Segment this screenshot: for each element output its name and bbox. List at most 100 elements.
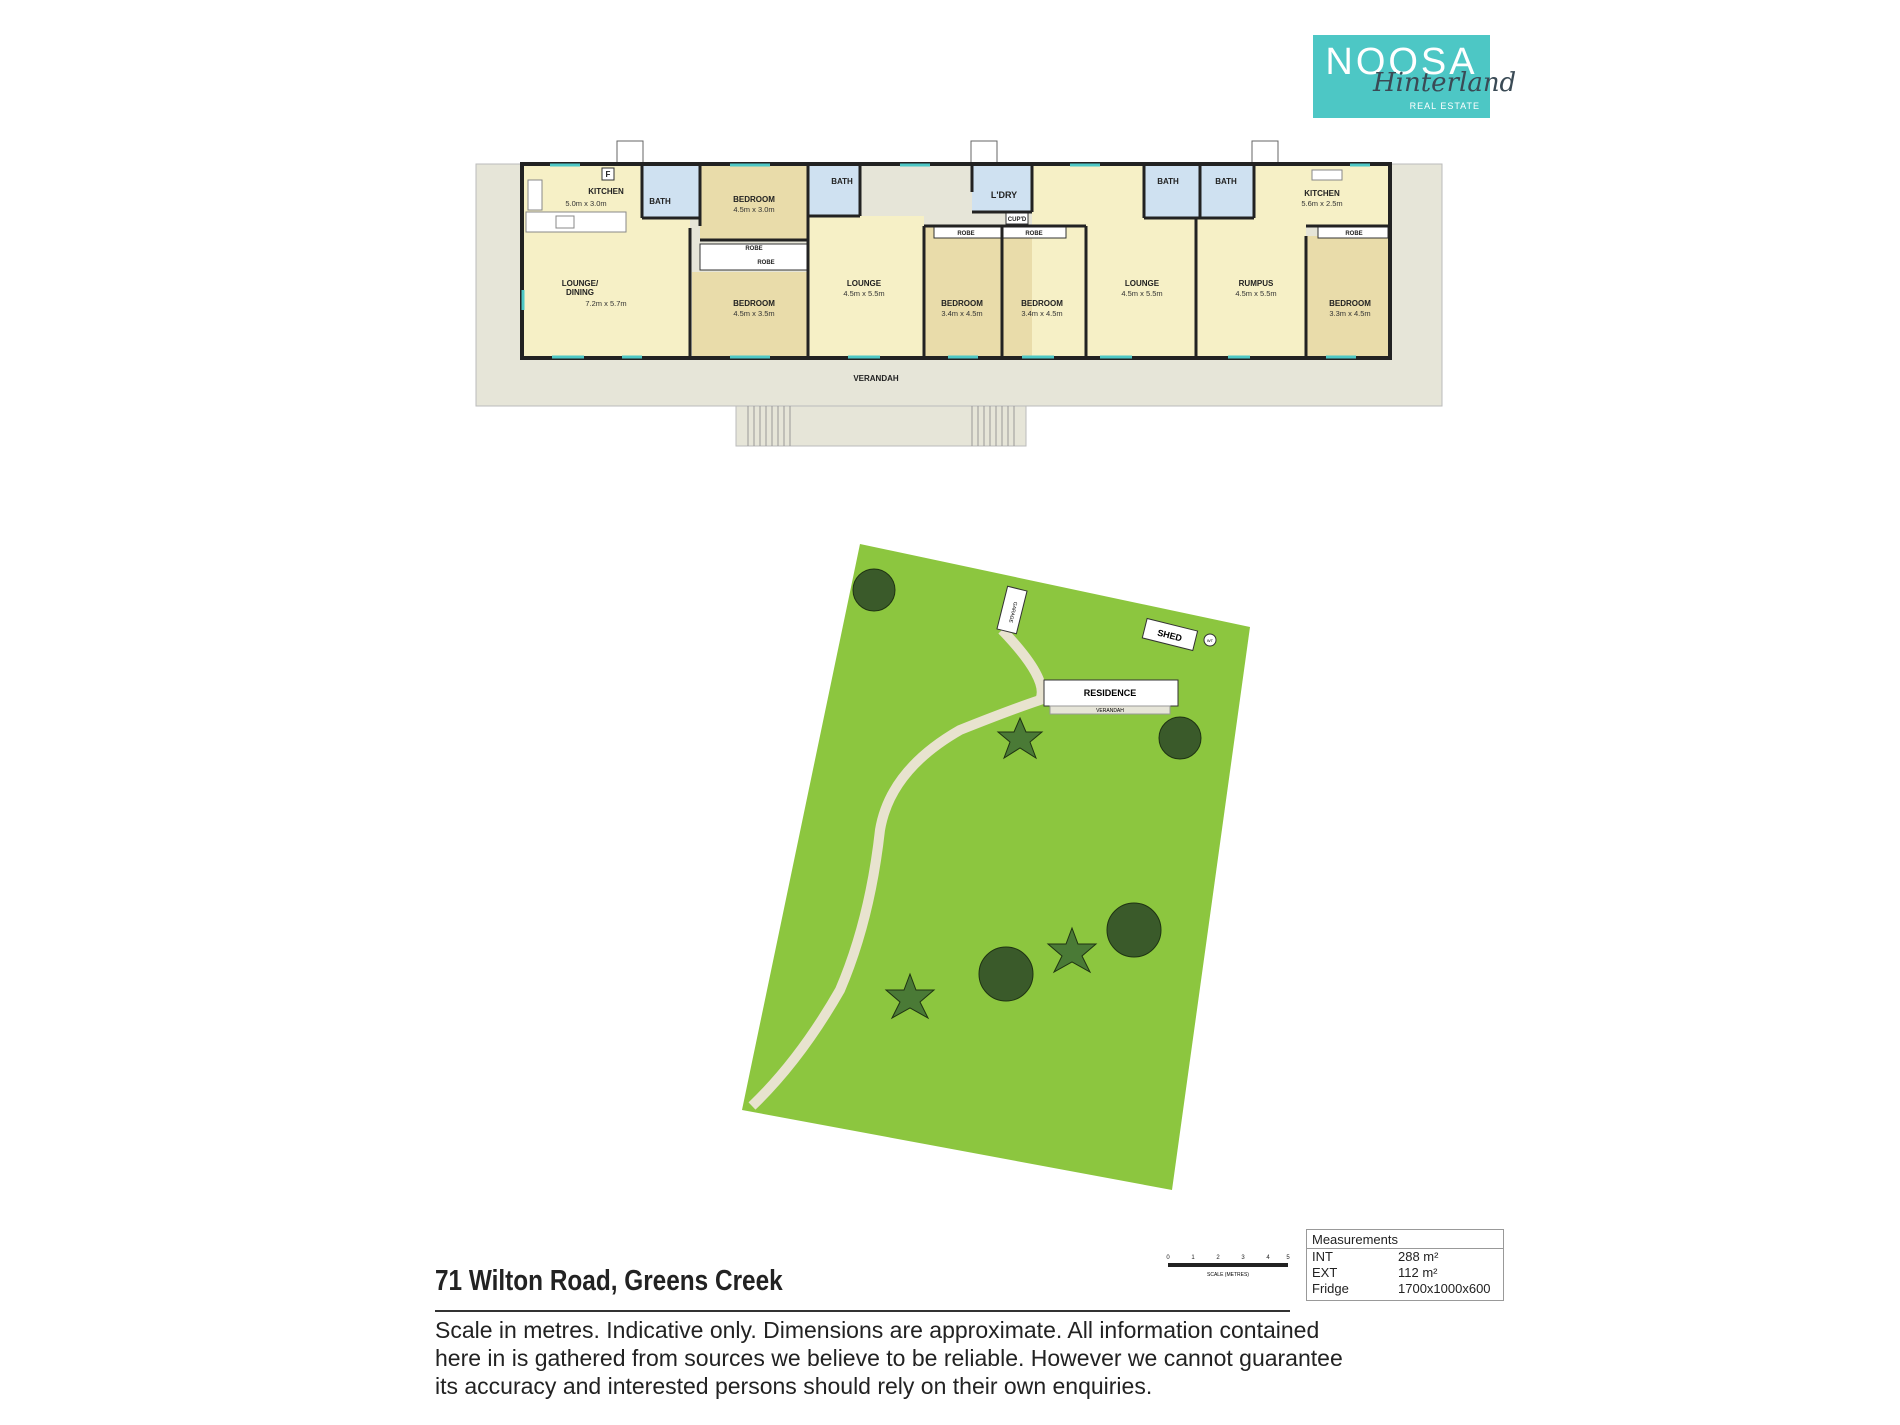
- palm-tree-icon: [1046, 926, 1098, 974]
- scale-tick-0: 0: [1166, 1255, 1170, 1261]
- interior-walls: [640, 166, 1388, 356]
- room-bedroom-2: [692, 272, 808, 356]
- measurement-value: 1700x1000x600: [1398, 1281, 1491, 1296]
- dim-kitchen-2: 5.6m x 2.5m: [1301, 199, 1342, 208]
- label-lounge-dining-1: LOUNGE/: [562, 279, 599, 288]
- dim-bedroom-2: 4.5m x 3.5m: [733, 309, 774, 318]
- front-stairs-left: [747, 406, 791, 446]
- table-row: EXT 112 m²: [1307, 1265, 1503, 1281]
- label-water-tank: WT: [1207, 638, 1214, 643]
- dim-bedroom-3: 3.4m x 4.5m: [941, 309, 982, 318]
- palm-tree-icon: [884, 972, 936, 1020]
- dim-rumpus: 4.5m x 5.5m: [1235, 289, 1276, 298]
- label-bedroom-1: BEDROOM: [733, 195, 775, 204]
- measurement-value: 112 m²: [1398, 1265, 1438, 1280]
- palm-tree-icon: [996, 716, 1044, 760]
- residence-verandah: [1049, 705, 1171, 715]
- kitchen-1-counter: [527, 179, 543, 211]
- scale-tick-5: 5: [1286, 1255, 1290, 1261]
- label-lounge-2: LOUNGE: [1125, 279, 1160, 288]
- dim-bedroom-4: 3.4m x 4.5m: [1021, 309, 1062, 318]
- room-robes-1: [699, 243, 809, 271]
- measurement-label: EXT: [1312, 1265, 1338, 1280]
- sink-icon: [555, 215, 575, 229]
- dim-kitchen-1: 5.0m x 3.0m: [565, 199, 606, 208]
- label-bath-3: BATH: [1157, 177, 1179, 186]
- fridge-icon: [601, 167, 615, 181]
- label-lounge-1: LOUNGE: [847, 279, 882, 288]
- garage-building: [996, 585, 1028, 635]
- label-laundry: L'DRY: [991, 190, 1017, 200]
- label-kitchen-1: KITCHEN: [588, 187, 624, 196]
- label-bedroom-4: BEDROOM: [1021, 299, 1063, 308]
- kitchen-1-island: [525, 211, 627, 233]
- label-cupboard: CUP'D: [1008, 217, 1027, 223]
- label-bedroom-3: BEDROOM: [941, 299, 983, 308]
- scale-tick-3: 3: [1241, 1255, 1245, 1261]
- label-bedroom-5: BEDROOM: [1329, 299, 1371, 308]
- scale-bar-line: [1168, 1263, 1288, 1267]
- brand-logo: NOOSA Hinterland REAL ESTATE: [1313, 35, 1516, 118]
- site-plan: GARAGE SHED WT RESIDENCE VERANDAH: [742, 544, 1250, 1190]
- logo-tagline: REAL ESTATE: [1409, 101, 1480, 111]
- label-robe-5: ROBE: [1345, 231, 1362, 237]
- trees: [852, 568, 1202, 1020]
- logo-script: Hinterland: [1373, 68, 1517, 98]
- dim-lounge-1: 4.5m x 5.5m: [843, 289, 884, 298]
- property-address: 71 Wilton Road, Greens Creek: [435, 1265, 783, 1297]
- room-bath-2: [808, 166, 860, 216]
- label-robe-4: ROBE: [1025, 231, 1042, 237]
- label-robe-3: ROBE: [957, 231, 974, 237]
- rear-stairs-3: [1251, 140, 1279, 165]
- measurement-label: Fridge: [1312, 1281, 1349, 1296]
- shed-building: [1141, 617, 1199, 652]
- round-tree-icon: [1158, 716, 1202, 760]
- room-laundry: [972, 166, 1032, 212]
- floor-plan: KITCHEN LOUNGE/ DINING BATH BEDROOM ROBE…: [475, 140, 1443, 447]
- label-bedroom-2: BEDROOM: [733, 299, 775, 308]
- label-robe-1: ROBE: [745, 246, 762, 252]
- label-bath-1: BATH: [649, 197, 671, 206]
- round-tree-icon: [1106, 902, 1162, 958]
- label-verandah: VERANDAH: [853, 374, 899, 383]
- label-rumpus: RUMPUS: [1239, 279, 1274, 288]
- scale-tick-4: 4: [1266, 1255, 1270, 1261]
- water-tank: [1203, 633, 1217, 647]
- table-row: INT 288 m²: [1307, 1249, 1503, 1265]
- label-bath-4: BATH: [1215, 177, 1237, 186]
- residence-building: [1043, 679, 1179, 707]
- shed: SHED: [1141, 617, 1199, 652]
- garage: GARAGE: [996, 585, 1028, 635]
- dim-bedroom-1: 4.5m x 3.0m: [733, 205, 774, 214]
- room-bedroom-1: [700, 166, 808, 240]
- scale-tick-2: 2: [1216, 1255, 1220, 1261]
- round-tree-icon: [978, 946, 1034, 1002]
- address-divider: [435, 1310, 1290, 1312]
- dim-lounge-dining: 7.2m x 5.7m: [585, 299, 626, 308]
- kitchen-2-sink-icon: [1311, 169, 1343, 181]
- label-residence-verandah: VERANDAH: [1096, 708, 1124, 714]
- label-fridge-mark: F: [606, 170, 611, 179]
- logo-wordmark: NOOSA: [1325, 41, 1478, 83]
- measurement-label: INT: [1312, 1249, 1333, 1264]
- room-bath-1: [642, 166, 700, 218]
- room-bedroom-3: [924, 226, 1002, 356]
- scale-label: SCALE (METRES): [1207, 1272, 1249, 1278]
- room-rumpus: [1196, 218, 1306, 356]
- front-stairs-right: [971, 406, 1015, 446]
- round-tree-icon: [852, 568, 896, 612]
- label-robe-2: ROBE: [757, 260, 774, 266]
- measurements-title: Measurements: [1307, 1230, 1503, 1249]
- scale-tick-1: 1: [1191, 1255, 1195, 1261]
- dim-bedroom-5: 3.3m x 4.5m: [1329, 309, 1370, 318]
- windows: [521, 163, 1370, 359]
- table-row: Fridge 1700x1000x600: [1307, 1281, 1503, 1297]
- measurements-table: Measurements INT 288 m² EXT 112 m² Fridg…: [1306, 1229, 1504, 1301]
- room-bedroom-5: [1306, 236, 1388, 356]
- rear-stairs-1: [616, 140, 644, 165]
- label-garage: GARAGE: [1007, 601, 1018, 624]
- label-bath-2: BATH: [831, 177, 853, 186]
- scale-bar: 0 1 2 3 4 5 SCALE (METRES): [1166, 1255, 1290, 1278]
- driveway: [748, 626, 1047, 1110]
- room-lounge-1: [808, 216, 924, 356]
